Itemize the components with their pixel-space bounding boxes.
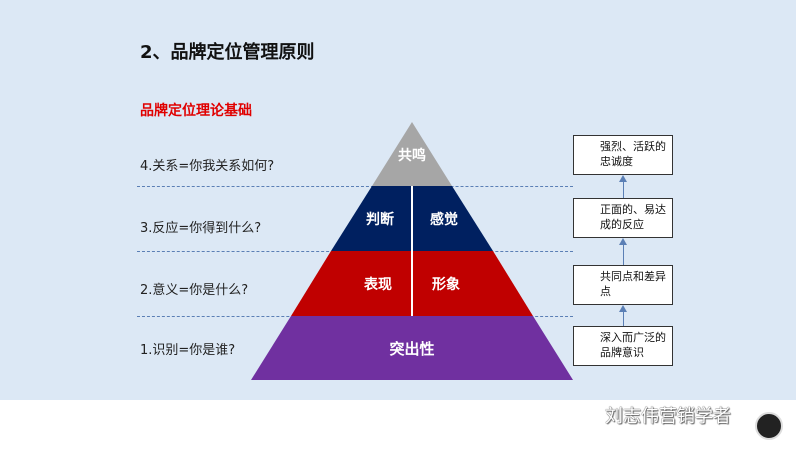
level-label-relationship: 4.关系=你我关系如何? <box>140 159 275 174</box>
pyramid-label-performance: 表现 <box>363 276 392 293</box>
pyramid-label-salience: 突出性 <box>389 340 434 358</box>
pyramid-top-segment <box>372 122 452 186</box>
wechat-icon <box>755 412 783 440</box>
slide-title: 2、品牌定位管理原则 <box>140 42 315 63</box>
pyramid-label-judgments: 判断 <box>366 211 394 228</box>
level-divider <box>137 186 573 187</box>
arrow-line <box>623 312 624 326</box>
pyramid-label-resonance: 共鸣 <box>398 147 426 164</box>
pyramid-label-feelings: 感觉 <box>430 211 458 228</box>
outcome-box-points-of-difference: 共同点和差异点 <box>573 265 673 305</box>
arrow-line <box>623 182 624 198</box>
outcome-box-awareness: 深入而广泛的品牌意识 <box>573 326 673 366</box>
level-label-identity: 1.识别=你是谁? <box>140 343 236 358</box>
arrow-up-icon <box>619 305 627 312</box>
outcome-box-loyalty: 强烈、活跃的忠诚度 <box>573 135 673 175</box>
level-label-meaning: 2.意义=你是什么? <box>140 283 249 298</box>
arrow-up-icon <box>619 238 627 245</box>
watermark-text: 刘志伟营销学者 <box>605 406 731 427</box>
arrow-up-icon <box>619 175 627 182</box>
outcome-box-response: 正面的、易达成的反应 <box>573 198 673 238</box>
level-label-response: 3.反应=你得到什么? <box>140 221 262 236</box>
arrow-line <box>623 245 624 265</box>
pyramid-label-imagery: 形象 <box>432 276 460 293</box>
pyramid-base-segment <box>251 316 573 380</box>
slide-subtitle: 品牌定位理论基础 <box>140 103 252 119</box>
